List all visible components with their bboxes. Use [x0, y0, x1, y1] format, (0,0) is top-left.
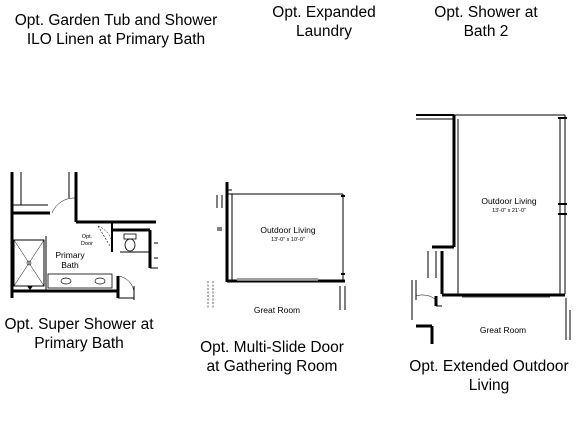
- caption-garden-tub: Opt. Garden Tub and Shower ILO Linen at …: [14, 12, 218, 48]
- great-room-label-small: Great Room: [253, 305, 301, 315]
- outdoor-living-label-small: Outdoor Living: [260, 225, 316, 235]
- outdoor-living-dimension-large: 13'-0" x 21'-0": [492, 208, 526, 214]
- caption-expanded-laundry: Opt. Expanded Laundry: [272, 4, 376, 40]
- outdoor-living-plan-large: [411, 114, 571, 344]
- primary-bath-label: Primary Bath: [55, 250, 85, 270]
- great-room-label-large: Great Room: [479, 325, 527, 335]
- optional-door-label: Opt. Door: [81, 234, 93, 247]
- caption-shower-bath2: Opt. Shower at Bath 2: [434, 4, 538, 40]
- outdoor-living-dimension-small: 13'-0" x 10'-0": [271, 237, 305, 243]
- outdoor-living-plan-small: [207, 182, 346, 310]
- outdoor-living-label-large: Outdoor Living: [481, 196, 537, 206]
- primary-bath-plan: [10, 172, 158, 300]
- caption-super-shower: Opt. Super Shower at Primary Bath: [4, 316, 154, 352]
- caption-extended-outdoor: Opt. Extended Outdoor Living: [409, 358, 569, 394]
- caption-multi-slide: Opt. Multi-Slide Door at Gathering Room: [200, 339, 344, 375]
